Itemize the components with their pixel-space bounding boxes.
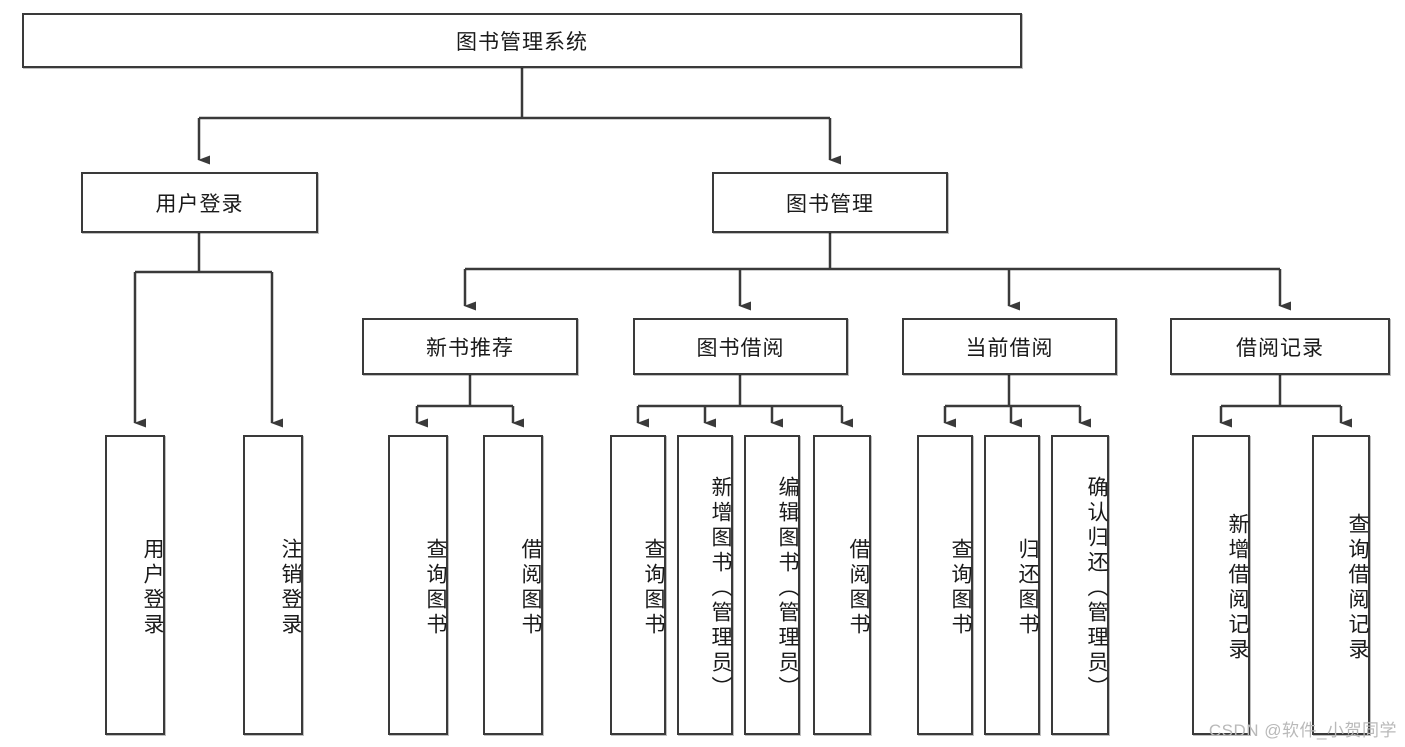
node-book-management[interactable]: 图书管理 — [712, 172, 948, 233]
node-leaf-query-book[interactable]: 查询图书 — [610, 435, 666, 735]
node-leaf-query-book-recommend[interactable]: 查询图书 — [388, 435, 448, 735]
node-book-management-system[interactable]: 图书管理系统 — [22, 13, 1022, 68]
node-leaf-logout[interactable]: 注销登录 — [243, 435, 303, 735]
node-new-book-recommend[interactable]: 新书推荐 — [362, 318, 578, 375]
node-leaf-add-borrow-record[interactable]: 新增借阅记录 — [1192, 435, 1250, 735]
node-leaf-edit-book-admin[interactable]: 编辑图书（管理员） — [744, 435, 800, 735]
node-label: 新增借阅记录 — [1226, 513, 1249, 663]
node-label: 借阅图书 — [519, 538, 542, 638]
node-label: 借阅图书 — [847, 538, 870, 638]
node-leaf-borrow-book-recommend[interactable]: 借阅图书 — [483, 435, 543, 735]
node-leaf-return-book[interactable]: 归还图书 — [984, 435, 1040, 735]
node-label: 编辑图书（管理员） — [776, 475, 799, 701]
node-label: 注销登录 — [279, 538, 302, 638]
node-user-login[interactable]: 用户登录 — [81, 172, 318, 233]
node-label: 用户登录 — [155, 192, 244, 216]
node-label: 新增图书（管理员） — [709, 475, 732, 701]
watermark-text: CSDN @软件_小贺同学 — [1208, 721, 1397, 740]
node-label: 图书管理系统 — [456, 30, 588, 54]
node-label: 当前借阅 — [965, 336, 1054, 360]
node-label: 用户登录 — [141, 538, 164, 638]
node-leaf-user-login[interactable]: 用户登录 — [105, 435, 165, 735]
node-leaf-query-borrow-record[interactable]: 查询借阅记录 — [1312, 435, 1370, 735]
node-leaf-confirm-return-admin[interactable]: 确认归还（管理员） — [1051, 435, 1109, 735]
node-leaf-add-book-admin[interactable]: 新增图书（管理员） — [677, 435, 733, 735]
node-label: 确认归还（管理员） — [1085, 475, 1108, 701]
node-book-borrow[interactable]: 图书借阅 — [633, 318, 848, 375]
node-label: 图书管理 — [786, 192, 874, 216]
node-leaf-borrow-book[interactable]: 借阅图书 — [813, 435, 871, 735]
node-label: 图书借阅 — [696, 336, 785, 360]
node-label: 归还图书 — [1016, 538, 1039, 638]
node-label: 查询借阅记录 — [1346, 513, 1369, 663]
node-label: 查询图书 — [642, 538, 665, 638]
node-label: 借阅记录 — [1236, 336, 1324, 360]
node-label: 新书推荐 — [426, 336, 514, 360]
node-leaf-query-book-current[interactable]: 查询图书 — [917, 435, 973, 735]
node-current-borrow[interactable]: 当前借阅 — [902, 318, 1117, 375]
node-label: 查询图书 — [424, 538, 447, 638]
node-borrow-record[interactable]: 借阅记录 — [1170, 318, 1390, 375]
node-label: 查询图书 — [949, 538, 972, 638]
